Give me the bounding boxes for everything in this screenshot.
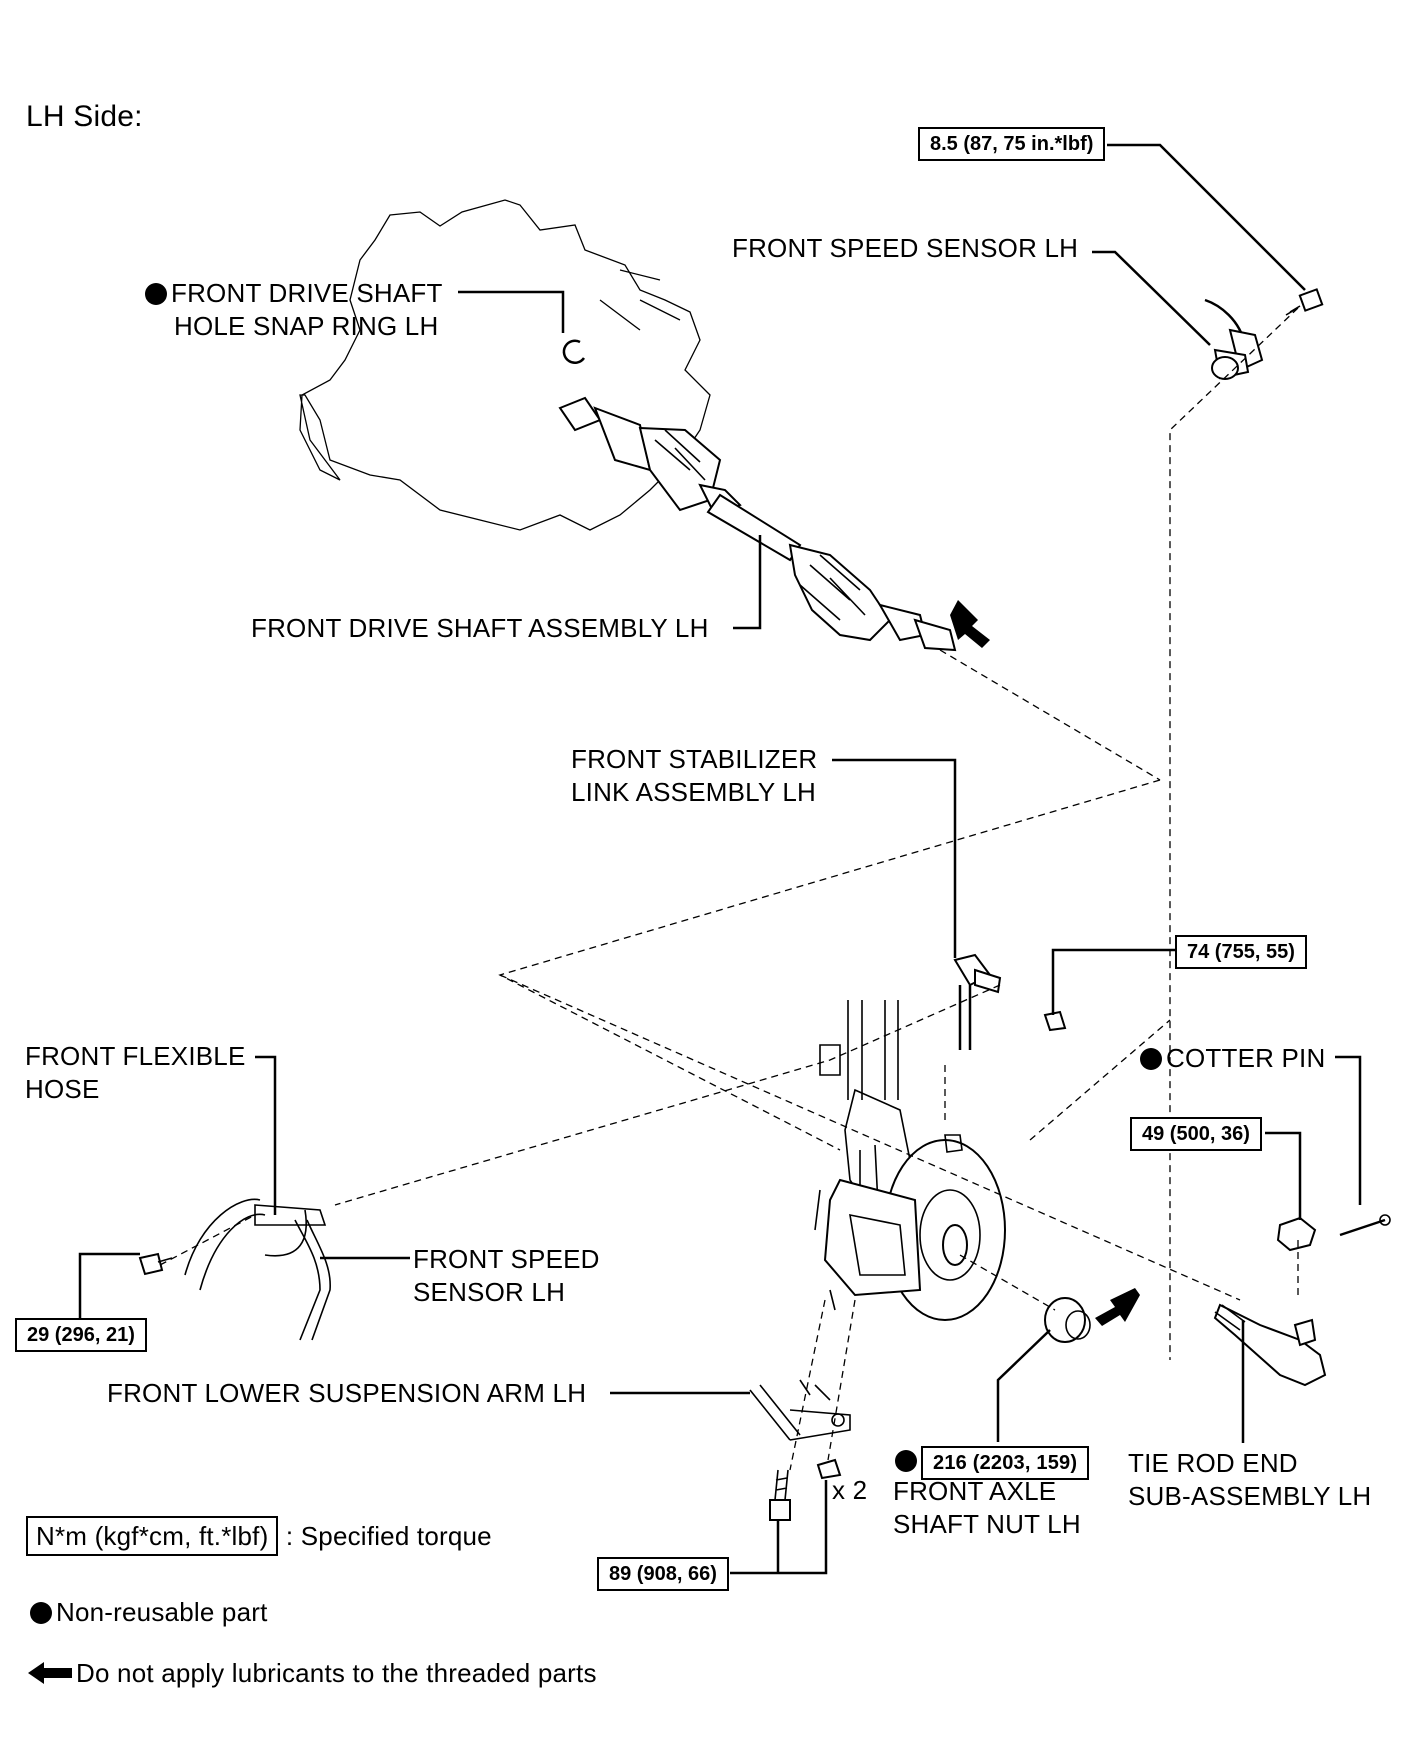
axle-nut-shape bbox=[1044, 1297, 1091, 1343]
lower-arm-label: FRONT LOWER SUSPENSION ARM LH bbox=[107, 1378, 587, 1408]
torque-axle-nut: 216 (2203, 159) bbox=[921, 1446, 1090, 1480]
axle-nut-label: FRONT AXLE SHAFT NUT LH bbox=[893, 1476, 1081, 1539]
non-reusable-bullet-icon bbox=[1140, 1048, 1162, 1070]
torque-arm-bolts: 89 (908, 66) bbox=[597, 1557, 729, 1591]
legend-lubricant: Do not apply lubricants to the threaded … bbox=[26, 1657, 597, 1690]
knuckle-assembly-shape bbox=[814, 1000, 1006, 1321]
tie-rod-label: TIE ROD END SUB-ASSEMBLY LH bbox=[1128, 1448, 1372, 1511]
legend-torque: N*m (kgf*cm, ft.*lbf) : Specified torque bbox=[26, 1516, 492, 1556]
legend-nonreusable: Non-reusable part bbox=[30, 1596, 268, 1629]
cotter-pin-label: COTTER PIN bbox=[1140, 1042, 1325, 1075]
speed-sensor-top-shape bbox=[1204, 288, 1324, 380]
page-title: LH Side: bbox=[26, 100, 143, 133]
torque-sensor-bolt: 8.5 (87, 75 in.*lbf) bbox=[918, 127, 1106, 161]
legend-torque-box: N*m (kgf*cm, ft.*lbf) bbox=[26, 1516, 279, 1556]
non-reusable-bullet-icon bbox=[145, 283, 167, 305]
snap-ring-label: FRONT DRIVE SHAFT HOLE SNAP RING LH bbox=[145, 277, 443, 343]
hose-bracket-shape bbox=[138, 1198, 331, 1341]
stabilizer-link-shape bbox=[953, 953, 1067, 1050]
no-lubricant-arrow-icon bbox=[1095, 1288, 1140, 1326]
speed-sensor-top-label: FRONT SPEED SENSOR LH bbox=[732, 233, 1079, 263]
torque-tie-rod-nut: 49 (500, 36) bbox=[1130, 1117, 1262, 1151]
quantity-label: x 2 bbox=[832, 1475, 868, 1505]
non-reusable-bullet-icon bbox=[30, 1602, 52, 1624]
arm-bolt-nut-shape bbox=[769, 1458, 842, 1521]
flexible-hose-label: FRONT FLEXIBLE HOSE bbox=[25, 1041, 246, 1104]
axle-nut-torque-row: 216 (2203, 159) bbox=[895, 1444, 1090, 1480]
no-lubricant-arrow-icon bbox=[28, 1662, 72, 1684]
drive-shaft-shape bbox=[558, 396, 957, 652]
leader-lines bbox=[78, 143, 1362, 1575]
torque-stabilizer-nut: 74 (755, 55) bbox=[1175, 935, 1307, 969]
drive-shaft-label: FRONT DRIVE SHAFT ASSEMBLY LH bbox=[251, 613, 709, 643]
no-lubricant-arrow-icon bbox=[950, 600, 990, 648]
lower-arm-shape bbox=[749, 1379, 851, 1441]
snap-ring-shape bbox=[562, 339, 586, 365]
transaxle-outline bbox=[299, 199, 711, 531]
stabilizer-link-label: FRONT STABILIZER LINK ASSEMBLY LH bbox=[571, 744, 818, 807]
assembly-guide-lines bbox=[159, 307, 1299, 1471]
non-reusable-bullet-icon bbox=[895, 1450, 917, 1472]
speed-sensor-lower-label: FRONT SPEED SENSOR LH bbox=[413, 1244, 600, 1307]
tie-rod-end-shape bbox=[1213, 1214, 1391, 1387]
torque-hose-bolt: 29 (296, 21) bbox=[15, 1318, 147, 1352]
